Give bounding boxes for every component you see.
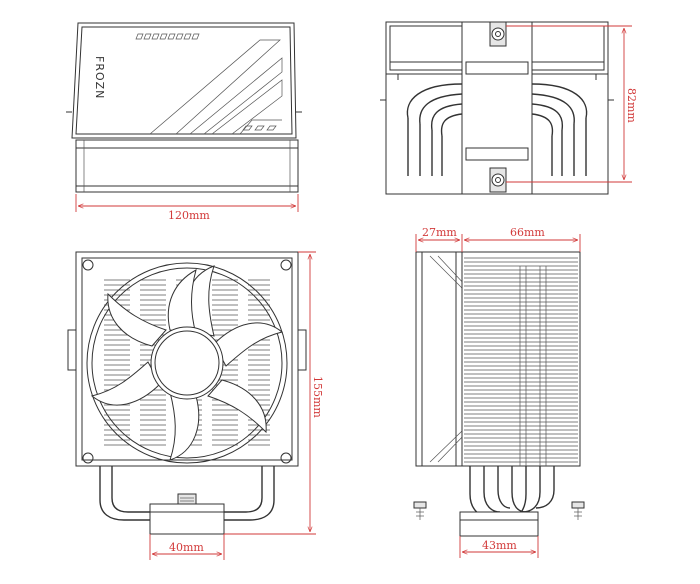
dimension-label-base-depth: 43mm bbox=[482, 539, 517, 552]
dimension-label-total-height: 155mm bbox=[311, 376, 324, 418]
dimension-label-base-width: 40mm bbox=[169, 541, 204, 554]
dimension-label-width: 120mm bbox=[168, 209, 210, 222]
side-heatpipes bbox=[406, 83, 588, 176]
profile-view: 27mm 66mm 43mm bbox=[413, 226, 585, 558]
dimension-label-height: 82mm bbox=[625, 88, 638, 123]
front-base bbox=[99, 466, 275, 535]
mounting-screws bbox=[413, 501, 585, 520]
dimension-label-fan-offset: 27mm bbox=[422, 226, 457, 239]
brand-logo-text: FROZN bbox=[93, 56, 106, 99]
front-view: 155mm 40mm bbox=[67, 251, 324, 560]
profile-fins bbox=[464, 257, 578, 463]
vent-slots bbox=[135, 33, 200, 40]
top-plate-graphic bbox=[149, 39, 283, 135]
dimension-label-heatsink-depth: 66mm bbox=[510, 226, 545, 239]
fan-blades bbox=[90, 265, 284, 461]
side-view: 82mm bbox=[380, 21, 638, 195]
top-view: FROZN 120mm bbox=[66, 22, 302, 222]
profile-heatpipes bbox=[469, 466, 555, 519]
